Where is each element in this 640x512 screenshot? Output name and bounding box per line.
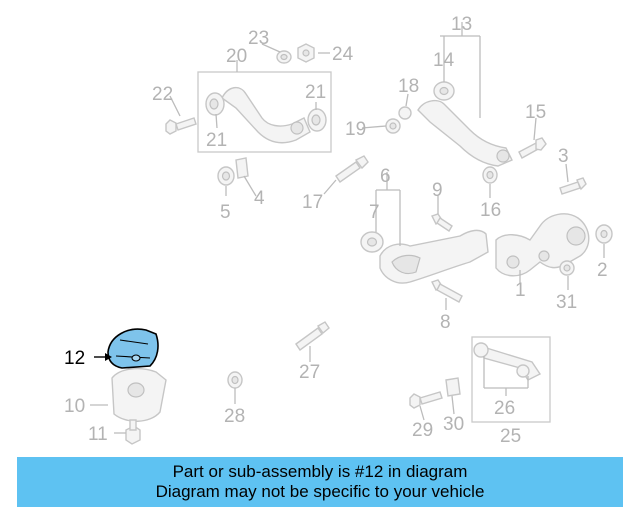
info-banner: Part or sub-assembly is #12 in diagram D…: [17, 457, 623, 507]
callout-21-right: 21: [305, 82, 326, 103]
part-9-bolt: [431, 213, 453, 232]
part-7-bushing: [360, 231, 384, 253]
callout-11: 11: [88, 424, 108, 445]
callout-14: 14: [433, 50, 455, 71]
part-21-bushing-right: [307, 108, 327, 132]
callout-24: 24: [332, 44, 354, 65]
parts-diagram: 1 2 3 4 5 6 7 8 9 10 11 12 13 14 15 16 1…: [64, 14, 613, 447]
banner-line-1: Part or sub-assembly is #12 in diagram: [172, 462, 468, 481]
part-18-washer: [398, 106, 412, 120]
callout-15: 15: [525, 102, 546, 123]
part-17-bolt: [335, 155, 369, 183]
callout-20: 20: [226, 46, 247, 67]
part-14-bushing: [433, 81, 455, 101]
callout-16: 16: [480, 200, 501, 221]
group-box-20: [197, 71, 332, 153]
part-12-cover[interactable]: [107, 328, 159, 369]
callout-3: 3: [558, 146, 569, 167]
part-22-bolt: [165, 117, 197, 135]
callout-22: 22: [152, 84, 173, 105]
part-27-bolt: [295, 321, 330, 351]
callout-7: 7: [369, 202, 380, 223]
callout-26: 26: [494, 398, 515, 419]
callout-30: 30: [443, 414, 464, 435]
part-29-bolt: [409, 391, 443, 409]
callout-25: 25: [500, 426, 521, 447]
part-16-bushing: [482, 166, 498, 184]
callout-19: 19: [345, 119, 366, 140]
part-28-bushing: [227, 371, 243, 389]
part-8-bolt: [431, 279, 463, 303]
callout-1: 1: [515, 280, 526, 301]
callout-12: 12: [64, 348, 85, 369]
callout-23: 23: [248, 28, 269, 49]
part-6-trailing-arm: [379, 229, 489, 284]
part-11-bolt: [125, 419, 141, 445]
leader-lines: [90, 22, 605, 434]
part-4-bracket: [235, 157, 249, 179]
part-30-bracket: [445, 377, 461, 397]
callout-13: 13: [451, 14, 472, 35]
callout-29: 29: [412, 420, 433, 441]
part-13-lower-arm: [417, 99, 513, 167]
callout-18: 18: [398, 76, 419, 97]
callout-27: 27: [299, 362, 320, 383]
part-5-bushing: [217, 166, 235, 186]
part-31-bushing: [559, 260, 575, 276]
part-2-bushing: [595, 224, 613, 244]
banner-line-2: Diagram may not be specific to your vehi…: [155, 482, 485, 501]
part-21-bushing-left: [205, 92, 225, 116]
part-20-arm: [221, 87, 311, 144]
callout-17: 17: [302, 192, 323, 213]
part-15-bolt: [518, 137, 547, 159]
callout-31: 31: [556, 292, 577, 313]
callout-8: 8: [440, 312, 451, 333]
part-19-nut: [385, 118, 401, 134]
callout-9: 9: [432, 180, 443, 201]
part-1-knuckle: [495, 213, 590, 277]
callout-4: 4: [254, 188, 265, 209]
part-24-nut: [297, 43, 315, 63]
callout-28: 28: [224, 406, 245, 427]
group-box-25: [471, 336, 551, 423]
part-10-bracket: [111, 367, 167, 422]
callout-6: 6: [380, 166, 391, 187]
callout-5: 5: [220, 202, 231, 223]
callout-2: 2: [597, 260, 608, 281]
callout-10: 10: [64, 396, 85, 417]
callout-21-left: 21: [206, 130, 227, 151]
part-3-bolt: [559, 177, 587, 195]
part-23-washer: [276, 50, 292, 64]
